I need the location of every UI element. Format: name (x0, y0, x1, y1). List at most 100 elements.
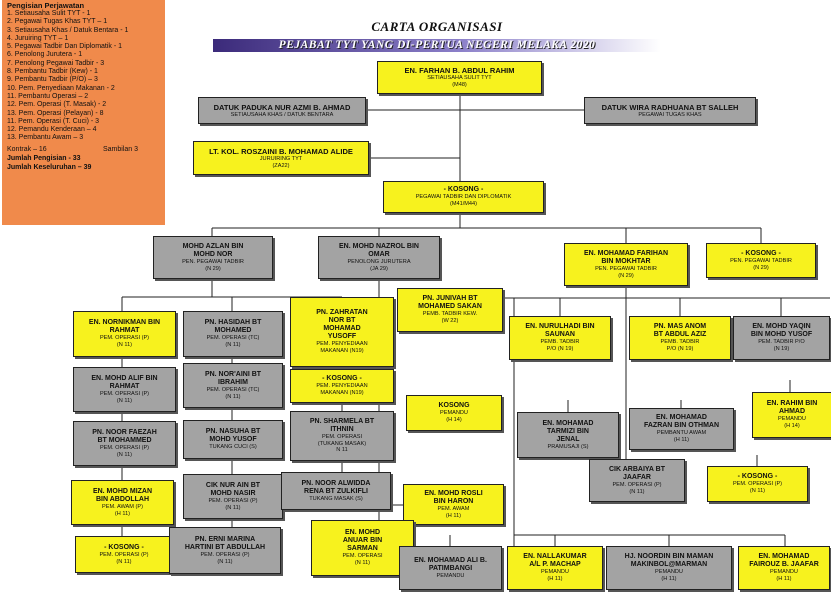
org-box-code: (M41/M44) (449, 201, 478, 207)
org-box-name: EN. NALLAKUMAR A/L P. MACHAP (523, 553, 587, 569)
org-box-name: - KOSONG - (741, 249, 781, 257)
legend-kontrak: Kontrak – 16 (7, 145, 47, 153)
org-box-kosong_n19: - KOSONG -PEM. PENYEDIAAN MAKANAN (N19) (290, 369, 394, 403)
org-box-code: (N 11) (116, 558, 132, 565)
org-box-post: SETIAUSAHA KHAS / DATUK BENTARA (230, 111, 334, 118)
legend-item: 12. Pemandu Kenderaan – 4 (7, 126, 97, 134)
org-box-kosong_n29: - KOSONG -PEN. PEGAWAI TADBIR(N 29) (706, 243, 816, 278)
org-box-name: PN. HASIDAH BT MOHAMED (204, 319, 262, 335)
org-box-post: PEN. PEGAWAI TADBIR (595, 265, 657, 272)
org-box-post: PEM. OPERASI (P) (200, 551, 250, 558)
org-box-code: (H 11) (445, 512, 462, 519)
org-box-post: PEN. PEGAWAI TADBIR (730, 257, 792, 264)
org-box-name: - KOSONG - (322, 375, 362, 383)
org-box-post: TUKANG CUCI (S) (209, 444, 257, 451)
org-box-post: PEM. AWAM (P) (102, 503, 143, 510)
org-box-name: EN. MOHD ALIF BIN RAHMAT (91, 374, 158, 390)
org-box-post: JURUIRING TYT (259, 155, 303, 162)
org-box-name: PN. SHARMELA BT ITHNIN (309, 418, 375, 434)
org-box-post: PEM. OPERASI (TC) (206, 335, 260, 342)
legend-item: 6. Penolong Jurutera - 1 (7, 51, 83, 59)
org-box-name: EN. MOHAMAD FARIHAN BIN MOKHTAR (584, 249, 668, 265)
legend-item: 10. Pem. Penyediaan Makanan - 2 (7, 84, 115, 92)
org-box-code: (N 11) (217, 558, 233, 565)
org-box-code: (N 29) (618, 272, 634, 279)
org-box-name: EN. FARHAN B. ABDUL RAHIM (404, 66, 515, 76)
legend-item: 11. Pem. Operasi (T. Cuci) - 3 (7, 117, 100, 125)
org-box-name: EN. NORNIKMAN BIN RAHMAT (88, 319, 161, 335)
legend-sambilan: Sambilan 3 (102, 145, 138, 153)
org-box-name: EN. MOHAMAD ALI B. PATIMBANGI (414, 556, 487, 572)
org-box-name: EN. MOHD NAZROL BIN OMAR (339, 242, 419, 258)
legend-jumlah-keseluruhan: Jumlah Keseluruhan – 39 (7, 164, 92, 172)
org-box-post: TUKANG MASAK (S) (309, 495, 363, 502)
chart-title: CARTA ORGANISASI PEJABAT TYT YANG DI-PER… (213, 15, 661, 53)
org-box-post: PEMANDU (655, 569, 683, 576)
org-box-post: PEM. OPERASI (P) (99, 335, 150, 342)
org-box-code: (H 11) (776, 576, 792, 582)
org-box-name: - KOSONG - (104, 543, 144, 551)
org-box-post: PEMANDU (541, 569, 569, 576)
org-box-post: PEM. OPERASI (P) (99, 390, 150, 397)
org-box-name: EN. MOHAMAD FAZRAN BIN OTHMAN (643, 414, 720, 430)
org-box-post: PEM. OPERASI (TUKANG MASAK) (317, 434, 367, 447)
legend-item: 8. Pembantu Tadbir (Kew) - 1 (7, 68, 98, 76)
org-box-code: (W 22) (441, 318, 459, 324)
org-box-name: PN. JUNIVAH BT MOHAMED SAKAN (418, 295, 482, 311)
legend-item: 13. Pem. Operasi (Pelayan) - 8 (7, 109, 104, 117)
org-box-code: N 11 (336, 447, 348, 454)
org-box-code: (H 14) (446, 417, 462, 423)
org-box-name: PN. ERNI MARINA HARTINI BT ABDULLAH (184, 535, 266, 551)
org-box-code: (N 11) (225, 393, 241, 400)
org-box-post: PEM. AWAM (437, 505, 470, 512)
legend-item: 11. Pembantu Operasi – 2 (7, 92, 89, 100)
org-box-name: EN. MOHD MIZAN BIN ABDOLLAH (92, 487, 153, 503)
legend-jumlah-pengisian: Jumlah Pengisian - 33 (7, 155, 81, 163)
org-box-name: EN. MOHAMAD FAIROUZ B. JAAFAR (749, 553, 819, 569)
org-box-code: (H 11) (114, 510, 131, 517)
org-box-post: PEMANDU (436, 572, 465, 579)
org-box-code: (M48) (452, 82, 467, 88)
legend-heading: Pengisian Perjawatan (7, 1, 85, 10)
org-box-post: PEMBANTU AWAM (656, 430, 707, 437)
title-line-2: PEJABAT TYT YANG DI-PERTUA NEGERI MELAKA… (213, 39, 661, 52)
org-box-post: PEM. TADBIR P/O (758, 339, 805, 346)
org-box-name: EN. MOHD ROSLI BIN HARON (424, 489, 483, 505)
org-box-post: PRAMUSAJI (S) (547, 443, 589, 450)
org-box-kosong_pem_op_r: - KOSONG -PEM. OPERASI (P)(N 11) (707, 466, 808, 502)
org-box-code: (N 11) (749, 488, 766, 494)
org-box-post: PEM. OPERASI (P) (99, 444, 150, 451)
legend-item: 7. Penolong Pegawai Tadbir - 3 (7, 59, 105, 67)
org-box-code: (N 11) (629, 488, 645, 495)
org-box-name: CIK ARBAIYA BT JAAFAR (608, 465, 665, 481)
org-box-name: DATUK WIRA RADHUANA BT SALLEH (601, 102, 739, 112)
org-box-code: (N 19) (773, 346, 790, 352)
org-box-post: PEM. OPERASI (P) (99, 551, 149, 558)
org-box-post: PEMB. TADBIR P/O (N 19) (540, 339, 580, 352)
org-box-name: DATUK PADUKA NUR AZMI B. AHMAD (213, 102, 351, 112)
org-box-post: PEM. OPERASI (P) (612, 481, 662, 488)
staffing-legend: Pengisian Perjawatan 1. Setiausaha Sulit… (2, 0, 165, 225)
org-box-code: (N 11) (225, 342, 241, 348)
org-box-name: KOSONG (438, 402, 470, 410)
org-box-name: CIK NUR AIN BT MOHD NASIR (205, 481, 261, 497)
org-box-post: PEN. PEGAWAI TADBIR (182, 258, 244, 265)
org-box-name: PN. NASUHA BT MOHD YUSOF (205, 428, 261, 444)
